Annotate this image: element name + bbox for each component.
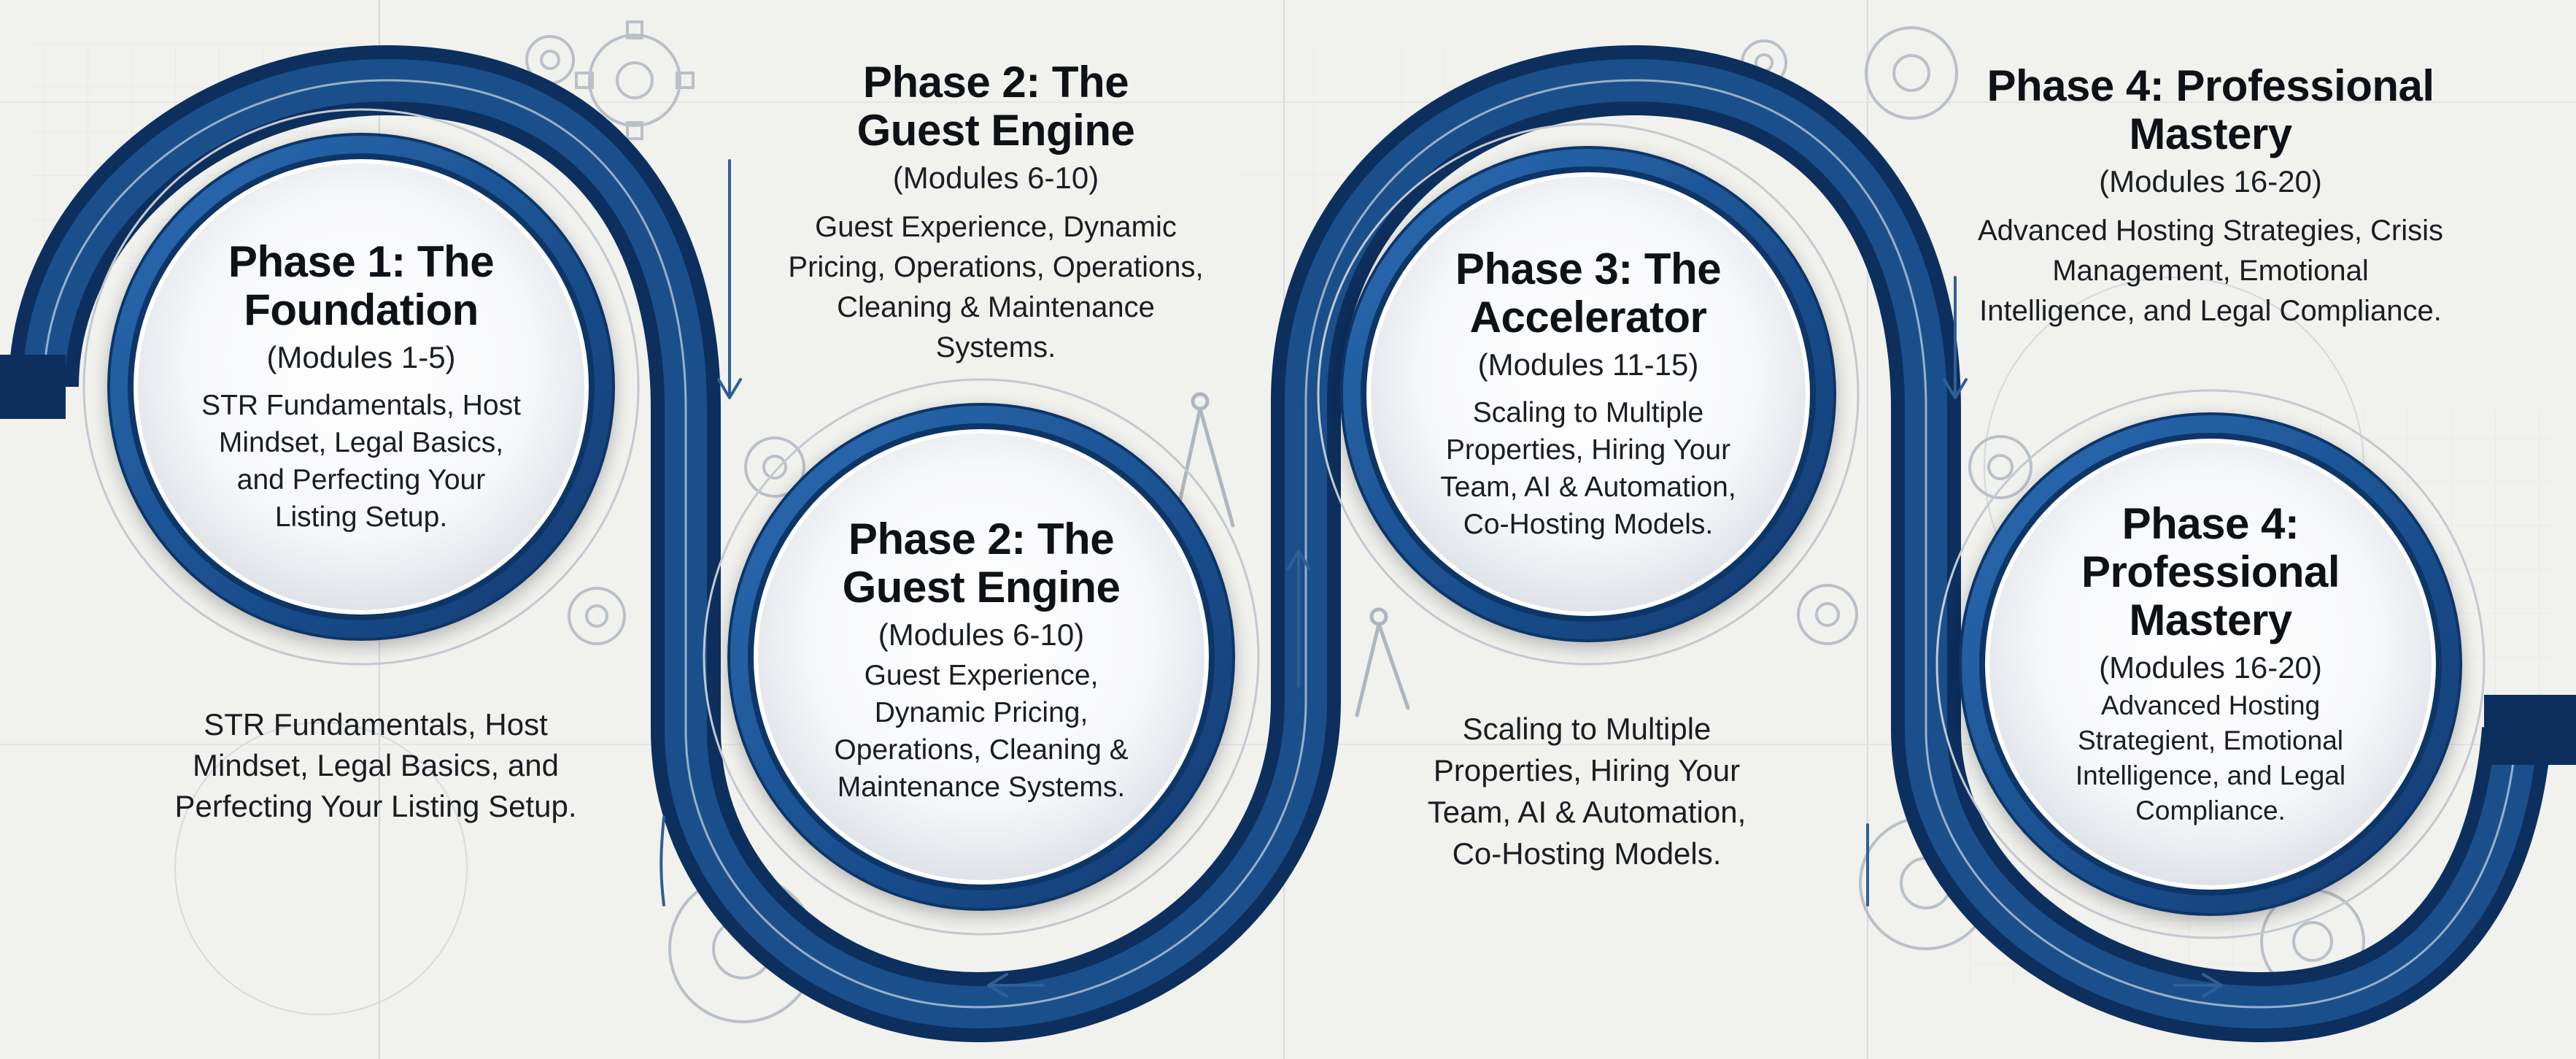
phase-4-caption: Phase 4: Professional Mastery (Modules 1… bbox=[1970, 62, 2451, 331]
phase-4-description: Advanced Hosting Strategient, Emotional … bbox=[2075, 690, 2346, 825]
phase-1-description: STR Fundamentals, Host Mindset, Legal Ba… bbox=[201, 390, 521, 533]
phase-4-caption-title: Phase 4: Professional Mastery bbox=[1987, 61, 2434, 158]
phase-4-caption-description: Advanced Hosting Strategies, Crisis Mana… bbox=[1977, 215, 2444, 327]
phase-2-caption: Phase 2: The Guest Engine (Modules 6-10)… bbox=[755, 58, 1237, 368]
phase-4-disc bbox=[1959, 412, 2462, 916]
phase-1-title: Phase 1: The Foundation bbox=[228, 237, 495, 334]
phase-1-caption-description: STR Fundamentals, Host Mindset, Legal Ba… bbox=[174, 707, 577, 823]
phase-3-caption-description: Scaling to Multiple Properties, Hiring Y… bbox=[1427, 712, 1747, 871]
phase-4-title: Phase 4: Professional Mastery bbox=[2081, 499, 2340, 644]
phase-3-disc bbox=[1340, 146, 1836, 642]
phase-4-circle-content: Phase 4: Professional Mastery (Modules 1… bbox=[2035, 500, 2386, 826]
phase-4-modules: (Modules 16-20) bbox=[2099, 650, 2322, 685]
phase-1-disc bbox=[107, 133, 615, 641]
phase-2-modules: (Modules 6-10) bbox=[878, 617, 1085, 652]
flow-arrow-icon bbox=[660, 159, 2223, 998]
phase-2-description: Guest Experience, Dynamic Pricing, Opera… bbox=[834, 660, 1129, 803]
phase-2-circle-content: Phase 2: The Guest Engine (Modules 6-10)… bbox=[799, 511, 1164, 810]
phase-3-caption: Scaling to Multiple Properties, Hiring Y… bbox=[1372, 708, 1802, 874]
phase-1-circle-content: Phase 1: The Foundation (Modules 1-5) ST… bbox=[186, 237, 536, 534]
phase-2-caption-modules: (Modules 6-10) bbox=[892, 161, 1099, 195]
phase-3-title: Phase 3: The Accelerator bbox=[1455, 244, 1722, 342]
phase-4-caption-modules: (Modules 16-20) bbox=[2099, 164, 2322, 199]
phase-2-disc bbox=[727, 403, 1235, 911]
phase-3-modules: (Modules 11-15) bbox=[1477, 347, 1699, 382]
phase-2-caption-description: Guest Experience, Dynamic Pricing, Opera… bbox=[788, 211, 1204, 363]
roadmap-ribbon bbox=[0, 45, 2576, 1043]
phase-3-circle-content: Phase 3: The Accelerator (Modules 11-15)… bbox=[1413, 244, 1763, 541]
phase-ring-outline bbox=[82, 108, 2486, 939]
phase-1-caption: STR Fundamentals, Host Mindset, Legal Ba… bbox=[157, 704, 595, 827]
phase-1-modules: (Modules 1-5) bbox=[266, 340, 456, 374]
phase-3-description: Scaling to Multiple Properties, Hiring Y… bbox=[1440, 397, 1736, 540]
phase-2-title: Phase 2: The Guest Engine bbox=[842, 515, 1121, 612]
phase-2-caption-title: Phase 2: The Guest Engine bbox=[856, 58, 1135, 155]
